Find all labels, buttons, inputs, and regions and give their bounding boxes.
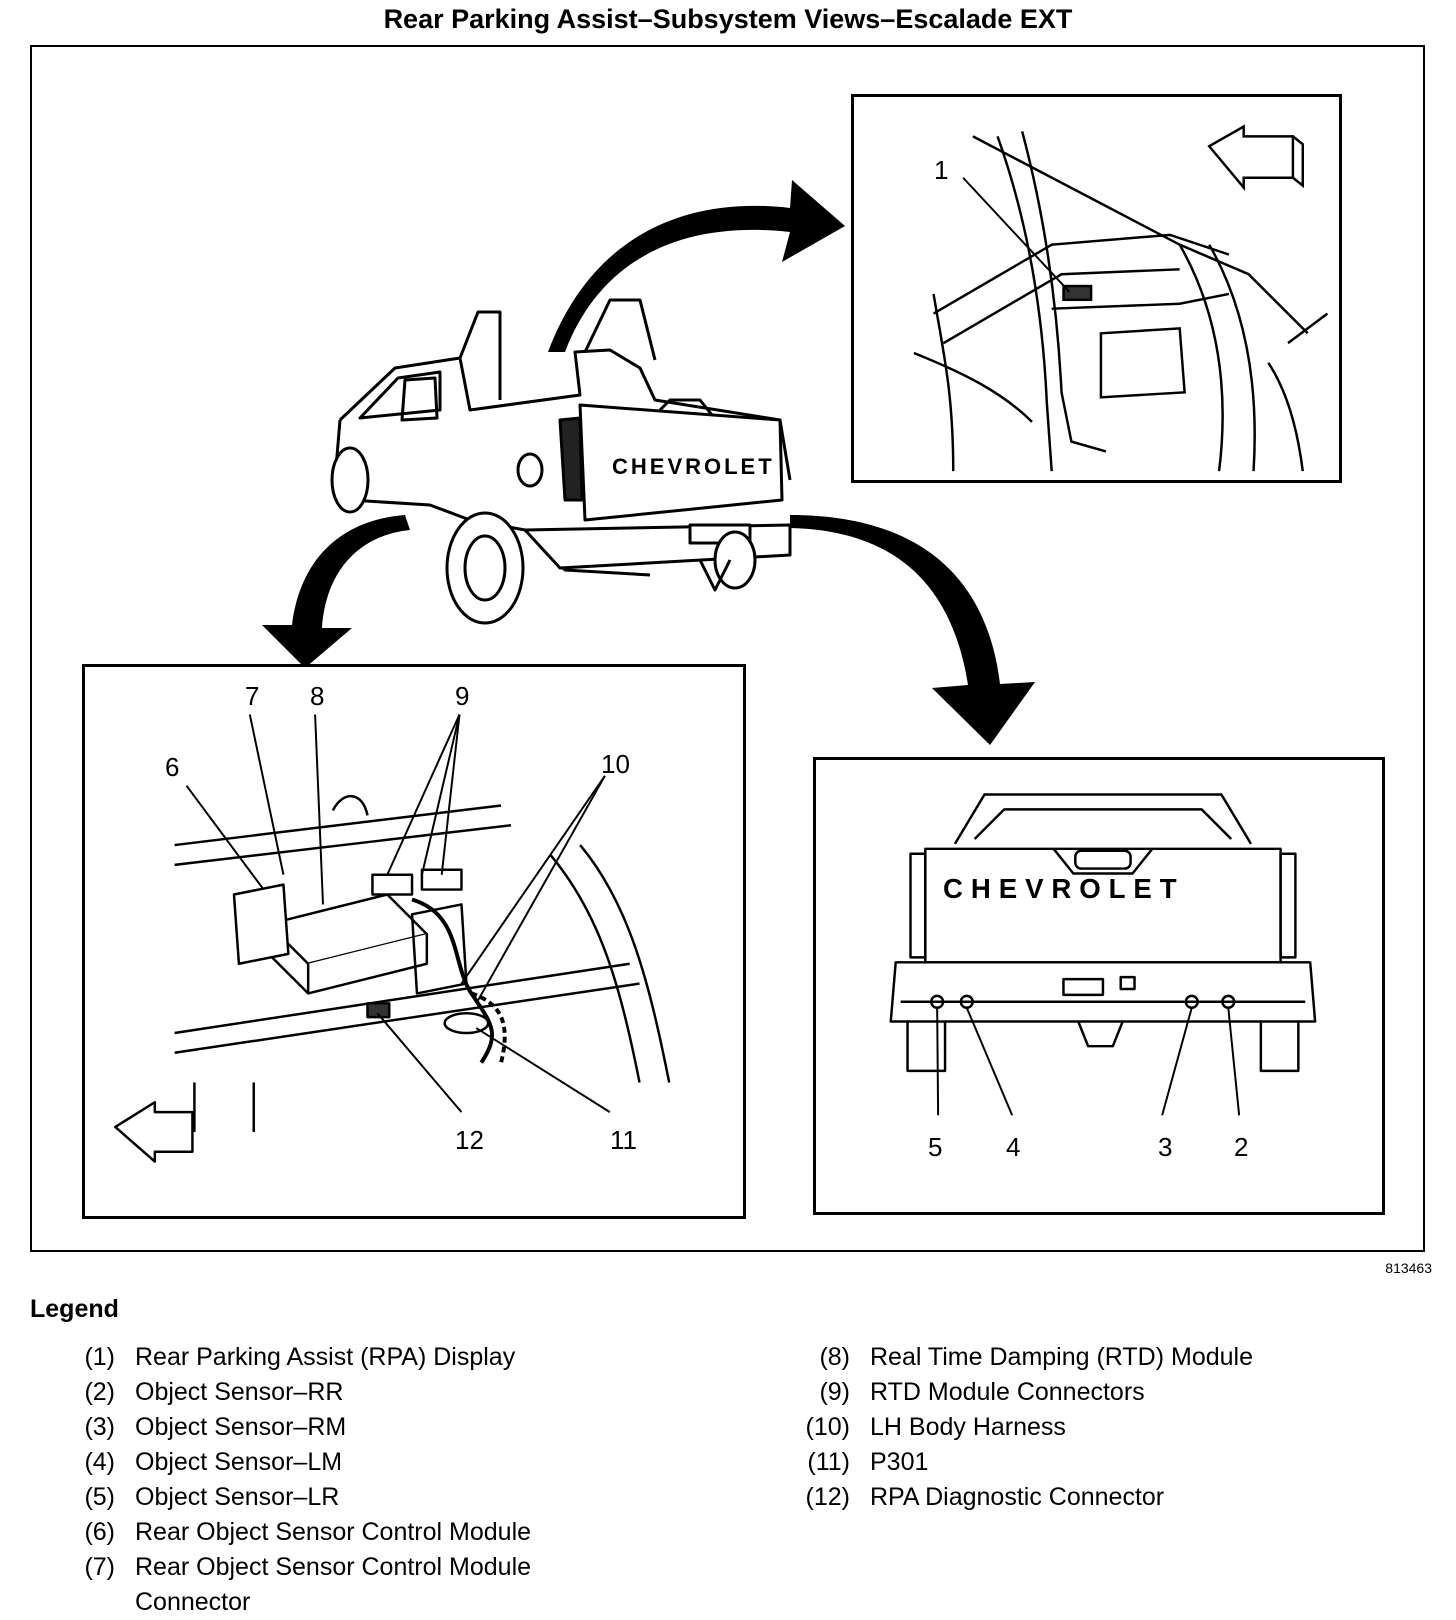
legend-text: Real Time Damping (RTD) Module	[870, 1343, 1253, 1371]
legend-item: (9) RTD Module Connectors	[790, 1375, 1340, 1410]
panel-rpa-display-view: 1	[851, 94, 1342, 483]
legend-column-left: (1) Rear Parking Assist (RPA) Display (2)…	[55, 1340, 605, 1620]
legend-text: Rear Object Sensor Control Module Connec…	[135, 1553, 532, 1616]
diagram-frame	[30, 45, 1425, 1252]
figure-number: 813463	[1385, 1260, 1432, 1276]
arrow-to-left-panel	[262, 515, 410, 668]
legend-number: (12)	[805, 1483, 850, 1511]
callout-6: 6	[165, 752, 180, 782]
callout-5: 5	[928, 1132, 943, 1162]
rear-bumper-illustration: CHEVROLET	[889, 793, 1317, 1116]
legend-text: RTD Module Connectors	[870, 1378, 1145, 1406]
legend-text: Rear Object Sensor Control Module	[135, 1518, 532, 1546]
legend-item: (12) RPA Diagnostic Connector	[790, 1480, 1340, 1515]
legend-item: (7) Rear Object Sensor Control Module Con…	[55, 1550, 605, 1620]
interior-rear-illustration	[913, 124, 1329, 472]
callout-4: 4	[1006, 1132, 1021, 1162]
overview-illustration: CHEVROLET	[262, 180, 1035, 745]
callout-9: 9	[455, 681, 470, 711]
legend-text: Rear Parking Assist (RPA) Display	[135, 1343, 516, 1371]
legend-item: (3) Object Sensor–RM	[55, 1410, 605, 1445]
legend-number: (7)	[84, 1553, 115, 1581]
legend-text: Object Sensor–LM	[135, 1448, 343, 1476]
legend-number: (11)	[807, 1448, 850, 1476]
legend-item: (5) Object Sensor–LR	[55, 1480, 605, 1515]
legend-number: (6)	[84, 1518, 115, 1546]
panel-sensor-view: CHEVROLET 5 4 3 2	[813, 757, 1385, 1215]
callout-12: 12	[455, 1125, 484, 1155]
legend-text: RPA Diagnostic Connector	[870, 1483, 1165, 1511]
legend-text: Object Sensor–LR	[135, 1483, 340, 1511]
legend-item: (10) LH Body Harness	[790, 1410, 1340, 1445]
legend-column-right: (8) Real Time Damping (RTD) Module (9) RTD…	[790, 1340, 1340, 1515]
legend-number: (1)	[84, 1343, 115, 1371]
legend-item: (1) Rear Parking Assist (RPA) Display	[55, 1340, 605, 1375]
truck-badge: CHEVROLET	[612, 454, 775, 479]
legend-text: Object Sensor–RM	[135, 1413, 347, 1441]
legend-number: (8)	[819, 1343, 850, 1371]
tailgate-badge: CHEVROLET	[943, 873, 1184, 904]
callout-11: 11	[610, 1125, 637, 1155]
panel-module-view: 7 8 9 6 10 12 11	[82, 664, 746, 1219]
callout-3: 3	[1158, 1132, 1173, 1162]
legend-item: (6) Rear Object Sensor Control Module	[55, 1515, 605, 1550]
legend-text: LH Body Harness	[870, 1413, 1066, 1441]
legend-item: (8) Real Time Damping (RTD) Module	[790, 1340, 1340, 1375]
truck-rear-three-quarter	[330, 298, 792, 625]
legend-number: (3)	[84, 1413, 115, 1441]
legend-text: Object Sensor–RR	[135, 1378, 344, 1406]
arrow-to-top-panel	[548, 180, 845, 352]
page-title: Rear Parking Assist–Subsystem Views–Esca…	[383, 4, 1073, 34]
legend-title: Legend	[30, 1295, 119, 1323]
legend-item: (11) P301	[790, 1445, 1340, 1480]
legend-item: (2) Object Sensor–RR	[55, 1375, 605, 1410]
callout-8: 8	[310, 681, 325, 711]
legend-number: (9)	[819, 1378, 850, 1406]
legend-number: (5)	[84, 1483, 115, 1511]
callout-1: 1	[934, 155, 949, 185]
legend-number: (4)	[84, 1448, 115, 1476]
arrow-to-right-panel	[790, 515, 1035, 745]
callout-2: 2	[1234, 1132, 1249, 1162]
legend-number: (2)	[84, 1378, 115, 1406]
legend-item: (4) Object Sensor–LM	[55, 1445, 605, 1480]
legend-number: (10)	[805, 1413, 850, 1441]
callout-7: 7	[245, 681, 260, 711]
module-area-illustration	[114, 714, 671, 1163]
callout-10: 10	[601, 749, 630, 779]
legend-text: P301	[870, 1448, 929, 1476]
